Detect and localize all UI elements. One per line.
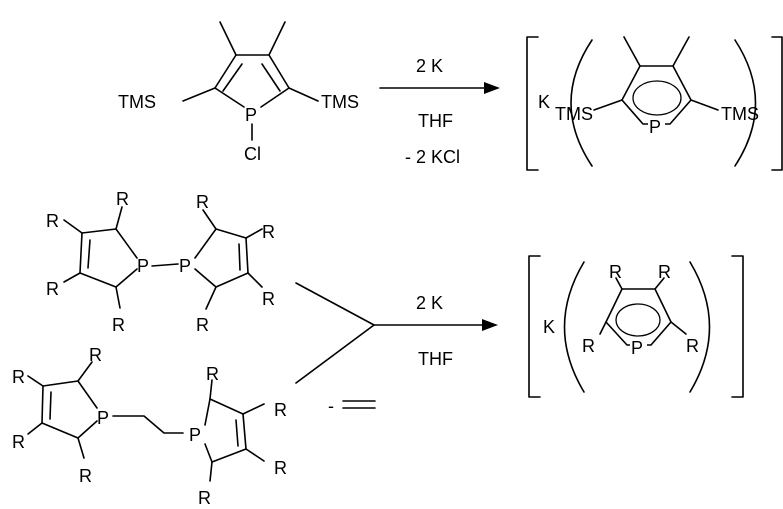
phosphorus-label: P — [97, 408, 109, 428]
ethylene-bridge — [112, 415, 184, 434]
phosphorus-label: P — [189, 425, 201, 445]
r-label: R — [686, 336, 699, 356]
r-label: R — [116, 189, 129, 209]
tms-bond — [182, 87, 216, 102]
methyl-bond — [219, 21, 237, 56]
r-label: R — [196, 315, 209, 335]
reagent-label: 2 K — [416, 293, 443, 313]
phosphorus-label: P — [179, 256, 191, 276]
bracket-right — [731, 255, 744, 398]
paren-left — [570, 39, 593, 167]
r-label: R — [46, 211, 59, 231]
reaction1-arrow — [379, 82, 500, 94]
r-label: R — [262, 289, 275, 309]
tms-label-left: TMS — [118, 92, 156, 112]
tms-label-right: TMS — [721, 104, 759, 124]
reaction2-biphosphole: P P R R R R R R R R — [46, 189, 275, 335]
r-label: R — [658, 262, 671, 282]
bracket-right — [771, 36, 783, 171]
chlorine-label: Cl — [244, 144, 261, 164]
r-label: R — [609, 262, 622, 282]
r-label: R — [198, 488, 211, 508]
reaction1-reactant: TMS TMS P Cl — [118, 21, 359, 164]
phosphole-ring — [214, 54, 290, 108]
bracket-left — [526, 36, 539, 171]
r-label: R — [206, 364, 219, 384]
paren-left — [563, 261, 585, 393]
r-label: R — [46, 279, 59, 299]
reaction2-product: K R R R R P — [528, 255, 744, 398]
solvent-label: THF — [418, 349, 453, 369]
r-label: R — [262, 222, 275, 242]
paren-right — [689, 261, 711, 393]
r-label: R — [196, 192, 209, 212]
reaction1-product: K TMS TMS P — [526, 36, 783, 171]
aromatic-circle — [615, 303, 661, 337]
r-label: R — [274, 458, 287, 478]
tms-label-left: TMS — [555, 104, 593, 124]
phosphorus-label: P — [649, 117, 661, 137]
phospholide-ring — [599, 277, 687, 346]
r-label: R — [274, 400, 287, 420]
bracket-left — [528, 255, 541, 398]
solvent-label: THF — [418, 111, 453, 131]
paren-right — [734, 39, 757, 167]
tms-bond — [288, 87, 319, 102]
aromatic-circle — [632, 80, 682, 116]
ethylene-byproduct — [342, 400, 376, 409]
byproduct-label: - 2 KCl — [405, 147, 460, 167]
r-label: R — [79, 466, 92, 486]
phosphorus-label: P — [631, 338, 643, 358]
phospholide-ring — [593, 36, 719, 125]
reagent-label: 2 K — [416, 56, 443, 76]
methyl-bond — [268, 21, 286, 56]
r-label: R — [112, 315, 125, 335]
r-label: R — [89, 345, 102, 365]
r-label: R — [12, 367, 25, 387]
phosphorus-label: P — [137, 256, 149, 276]
phosphorus-label: P — [245, 105, 257, 125]
potassium-label: K — [543, 317, 555, 337]
byproduct-label: - — [328, 396, 334, 416]
p-p-bond — [151, 263, 179, 267]
potassium-label: K — [538, 92, 550, 112]
tms-label-right: TMS — [321, 92, 359, 112]
r-label: R — [582, 336, 595, 356]
reaction2-ethylene-bisphosphole: P P R R R R R R R R — [12, 345, 287, 508]
r-label: R — [12, 432, 25, 452]
reaction2-arrow — [295, 282, 498, 384]
